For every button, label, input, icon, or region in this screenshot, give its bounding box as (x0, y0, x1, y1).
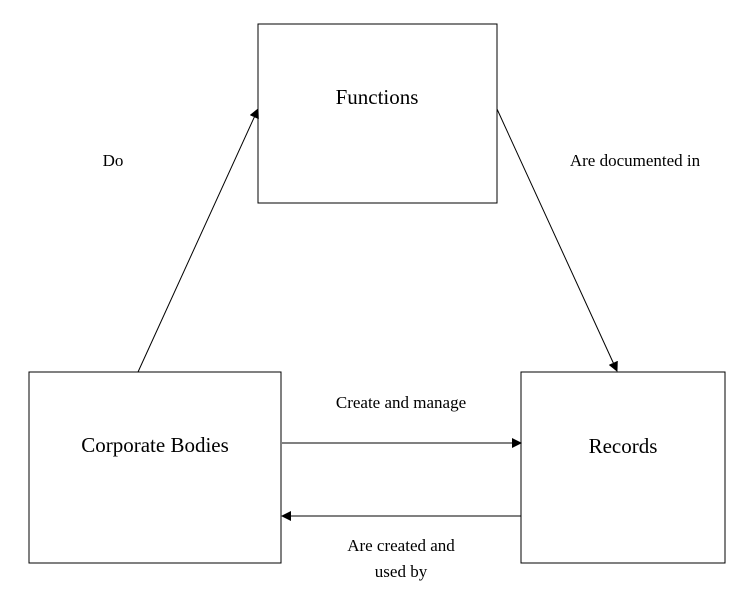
records-label: Records (589, 434, 658, 458)
edge-create-manage: Create and manage (282, 393, 522, 448)
node-functions: Functions (257, 23, 498, 204)
edge-do: Do (103, 108, 259, 373)
node-records: Records (520, 371, 726, 564)
documented-label: Are documented in (570, 151, 701, 170)
created-used-label-line2: used by (375, 562, 428, 581)
do-arrow (137, 108, 259, 373)
created-used-label-line1: Are created and (347, 536, 455, 555)
functions-box (257, 23, 498, 204)
node-corporate-bodies: Corporate Bodies (28, 371, 282, 564)
corporate-bodies-box (28, 371, 282, 564)
edge-documented: Are documented in (496, 108, 701, 372)
do-label: Do (103, 151, 124, 170)
create-manage-label: Create and manage (336, 393, 466, 412)
corporate-bodies-label: Corporate Bodies (81, 433, 229, 457)
functions-label: Functions (336, 85, 419, 109)
documented-arrow (496, 108, 618, 372)
records-box (520, 371, 726, 564)
edge-created-used: Are created and used by (281, 511, 521, 581)
